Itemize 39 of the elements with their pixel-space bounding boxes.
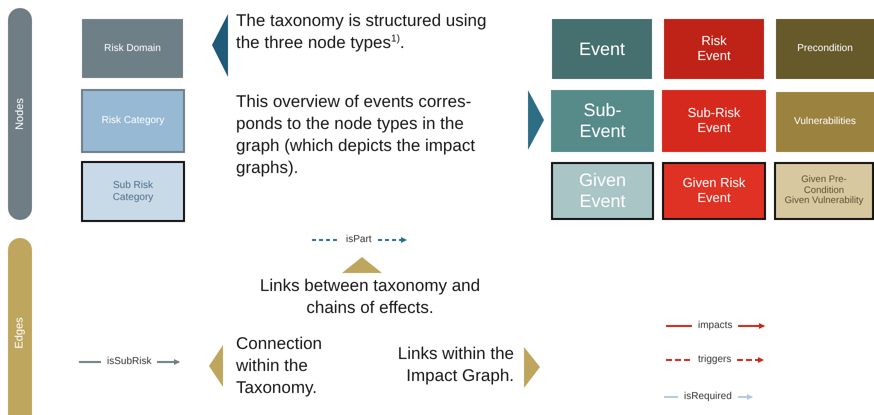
node-type-box <box>551 162 654 220</box>
legend-label: isSubRisk <box>107 356 152 367</box>
note-text: This overview of events corres-ponds to the node types in the graph (which depicts the impact graphs). <box>236 91 476 180</box>
legend-label: impacts <box>698 320 732 331</box>
note-text: Connection within the Taxonomy. <box>236 333 324 400</box>
box-label: Given Event <box>578 170 628 212</box>
legend-label: triggers <box>698 354 732 365</box>
box-label: Vulnerabilities <box>794 116 856 128</box>
node-type-box <box>552 19 652 79</box>
node-type-box <box>551 90 654 152</box>
box-label: Sub-Risk Event <box>686 106 742 136</box>
note-text: Links between taxonomy and chains of effects. <box>258 275 482 320</box>
box-label: Risk Domain <box>104 42 161 54</box>
node-type-box <box>776 19 874 79</box>
box-label: Given Pre-Condition <box>800 174 848 196</box>
box-label: Precondition <box>797 43 853 55</box>
section-band <box>8 8 32 220</box>
note-text: Links within the Impact Graph. <box>396 343 514 388</box>
node-type-box <box>662 162 766 220</box>
box-label: Risk Event <box>696 34 732 64</box>
box-label: Sub-Event <box>578 100 627 142</box>
box-label: Given Vulnerability <box>784 196 864 208</box>
section-band <box>8 238 32 415</box>
node-type-box <box>81 161 185 222</box>
node-type-box <box>774 162 874 220</box>
box-label: Sub Risk Category <box>112 180 154 203</box>
node-type-box <box>81 89 185 153</box>
node-type-box <box>776 92 874 152</box>
node-type-box <box>662 90 766 152</box>
node-type-box <box>664 19 764 79</box>
box-label: Event <box>578 38 626 60</box>
section-label: Nodes <box>14 98 26 130</box>
legend-label: isPart <box>346 234 372 245</box>
note-text: The taxonomy is structured using the three node types$^{1)}$. <box>236 10 488 54</box>
box-label: Given Risk Event <box>682 176 746 206</box>
box-label: Risk Category <box>102 115 164 127</box>
node-type-box <box>82 19 183 78</box>
legend-label: isRequired <box>684 391 732 402</box>
section-label: Edges <box>14 317 26 349</box>
